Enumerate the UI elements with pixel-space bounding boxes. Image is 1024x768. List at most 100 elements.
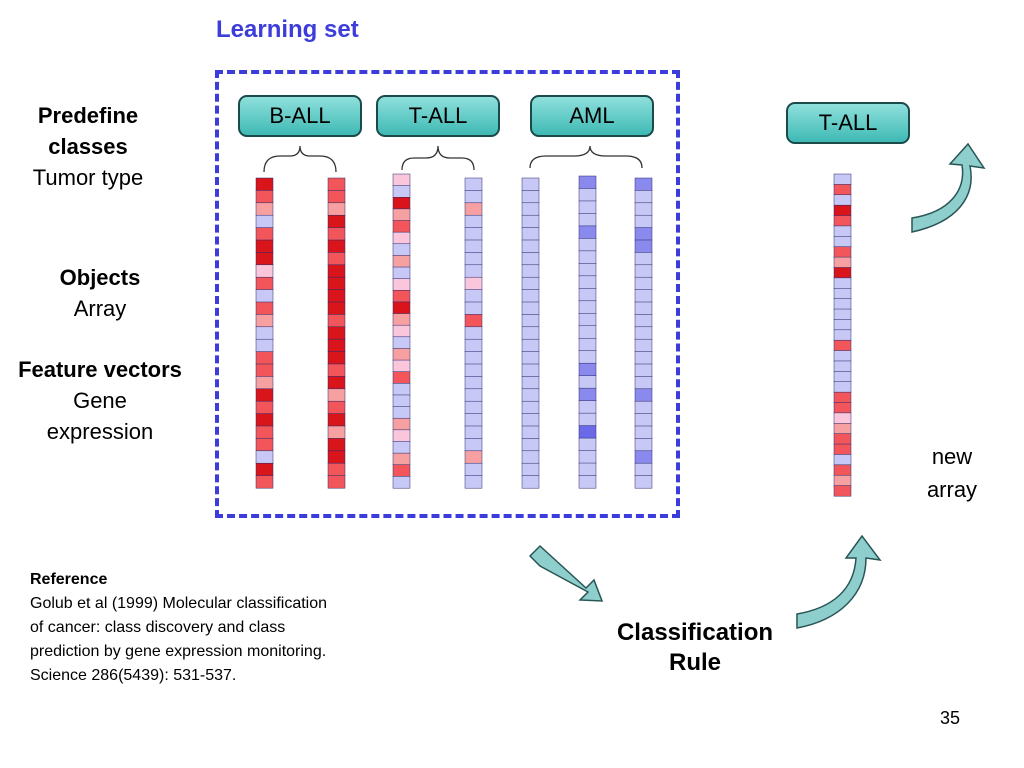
expression-cell (464, 177, 483, 191)
expression-cell (327, 177, 346, 191)
expression-cell (578, 263, 597, 277)
expression-cell (578, 275, 597, 289)
expression-cell (392, 406, 411, 419)
expression-cell (327, 351, 346, 365)
b-all-array-2 (327, 177, 346, 489)
expression-cell (392, 301, 411, 315)
expression-cell (255, 388, 274, 402)
learning-set-box (215, 70, 680, 518)
reference-line-2: of cancer: class discovery and class (30, 619, 286, 636)
expression-cell (392, 266, 411, 280)
expression-cell (521, 276, 540, 291)
expression-cell (833, 474, 852, 487)
arrow-to-rule-icon (528, 544, 604, 602)
b-all-brace-icon (263, 145, 337, 173)
new-array-label: new array (912, 440, 992, 506)
reference-line-4: Science 286(5439): 531-537. (30, 667, 237, 684)
expression-cell (255, 252, 274, 266)
new-class-box-t-all: T-ALL (786, 102, 910, 144)
expression-cell (327, 227, 346, 241)
array-label: Array (73, 296, 127, 321)
expression-cell (327, 400, 346, 415)
expression-cell (392, 441, 411, 454)
expression-cell (634, 202, 653, 216)
aml-array-1 (521, 177, 540, 489)
expression-cell (521, 475, 540, 489)
expression-cell (634, 264, 653, 278)
expression-cell (833, 360, 852, 372)
gene-label: Gene (73, 388, 127, 413)
expression-cell (578, 375, 597, 389)
expression-cell (327, 376, 346, 390)
classification-rule-label: Classification Rule (600, 618, 790, 678)
expression-cell (255, 276, 274, 291)
expression-cell (634, 177, 653, 191)
expression-cell (634, 239, 653, 253)
expression-cell (634, 400, 653, 415)
expression-cell (578, 400, 597, 414)
expression-cell (255, 338, 274, 353)
expression-cell (634, 326, 653, 340)
learning-set-title: Learning set (216, 16, 359, 43)
expression-cell (634, 450, 653, 464)
expression-cell (464, 363, 483, 377)
expression-cell (634, 413, 653, 427)
expression-cell (464, 388, 483, 402)
expression-cell (255, 177, 274, 191)
expression-cell (521, 388, 540, 402)
expression-cell (327, 413, 346, 427)
curved-arrow-lower-icon (796, 534, 882, 629)
expression-cell (521, 450, 540, 464)
expression-cell (327, 462, 346, 477)
expression-cell (392, 348, 411, 361)
expression-cell (521, 314, 540, 328)
objects-label: Objects Array (30, 262, 170, 324)
expression-cell (578, 175, 597, 189)
expression-cell (578, 313, 597, 327)
new-array-line2: array (926, 477, 978, 502)
b-all-array-1 (255, 177, 274, 489)
expression-cell (464, 425, 483, 439)
expression-cell (327, 301, 346, 315)
expression-cell (521, 202, 540, 216)
expression-cell (392, 452, 411, 466)
expression-cell (464, 289, 483, 303)
predefine-classes-label: Predefine classes Tumor type (18, 100, 158, 193)
expression-cell (833, 308, 852, 320)
expression-cell (327, 214, 346, 229)
reference-block: Reference Golub et al (1999) Molecular c… (30, 568, 410, 688)
expression-cell (327, 326, 346, 340)
expression-cell (327, 190, 346, 204)
expression-cell (255, 239, 274, 253)
class-box-t-all: T-ALL (376, 95, 500, 137)
expression-cell (833, 402, 852, 414)
expression-cell (521, 413, 540, 427)
expression-cell (578, 387, 597, 402)
expression-cell (392, 243, 411, 256)
page-number: 35 (940, 708, 961, 728)
expression-cell (327, 338, 346, 353)
expression-cell (392, 371, 411, 384)
expression-cell (634, 425, 653, 439)
expression-cell (833, 412, 852, 424)
expression-cell (255, 438, 274, 452)
expression-cell (464, 326, 483, 340)
expression-cell (521, 351, 540, 365)
expression-cell (327, 289, 346, 303)
expression-cell (464, 314, 483, 328)
expression-cell (255, 351, 274, 365)
expression-cell (578, 350, 597, 364)
expression-cell (392, 394, 411, 408)
expression-cell (833, 277, 852, 289)
expression-cell (634, 276, 653, 291)
expression-cell (521, 289, 540, 303)
expression-cell (634, 314, 653, 328)
expression-cell (392, 313, 411, 326)
expression-cell (634, 475, 653, 489)
expression-cell (255, 214, 274, 229)
expression-cell (255, 202, 274, 216)
expression-cell (578, 362, 597, 377)
aml-array-2 (578, 175, 597, 489)
class-box-b-all: B-ALL (238, 95, 362, 137)
expression-cell (392, 476, 411, 489)
